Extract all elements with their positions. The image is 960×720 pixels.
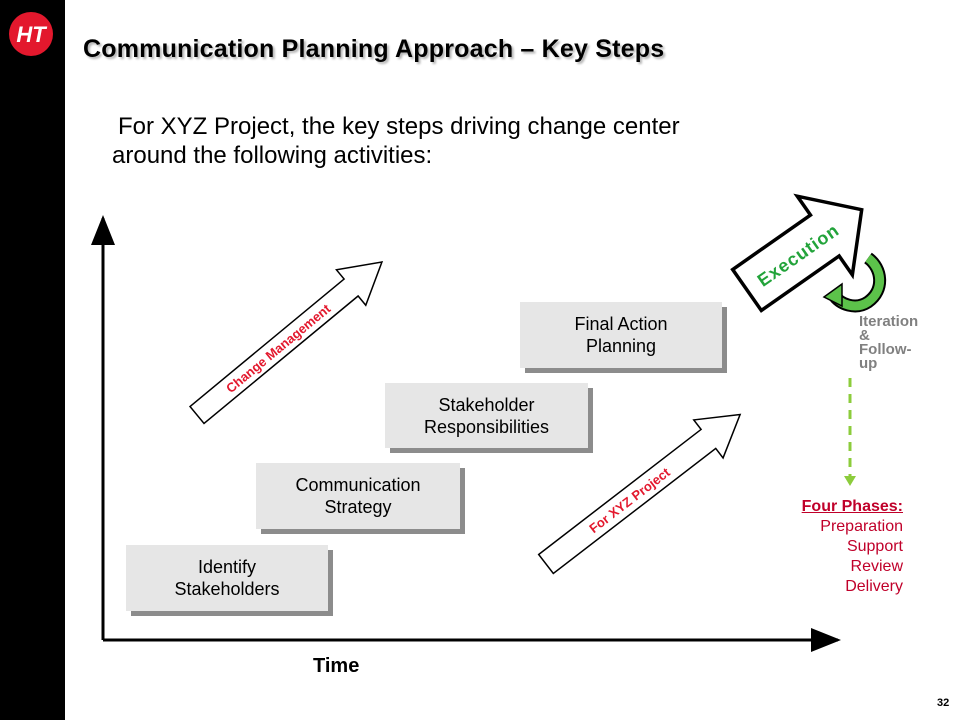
intro-line-1: For XYZ Project, the key steps driving c… [118,113,680,140]
step-label-line2: Strategy [324,497,392,517]
page-title: Communication Planning Approach – Key St… [83,35,665,63]
iteration-cycle-icon [822,252,887,313]
step-label-line1: Identify [197,557,257,577]
step-identify-stakeholders: Identify Stakeholders [126,545,328,611]
svg-text:HT: HT [16,22,47,47]
dashed-line-arrowhead [844,476,856,486]
y-axis-label: Complexity [34,351,56,459]
phase-item: Support [846,538,903,555]
iteration-line-3: Follow- [859,341,912,358]
iteration-line-4: up [859,355,878,372]
change-management-label: Change Management [223,301,334,396]
step-communication-strategy: Communication Strategy [256,463,460,529]
iteration-line-2: & [859,327,870,344]
phase-item: Preparation [820,518,903,535]
phase-item: Delivery [845,578,903,595]
phase-item: Review [850,558,903,575]
intro-text: For XYZ Project, the key steps driving c… [112,112,892,170]
iteration-label: Iteration & Follow- up [859,313,959,372]
step-label-line1: Communication [295,475,421,495]
step-stakeholder-responsibilities: Stakeholder Responsibilities [385,383,588,448]
step-final-action-planning: Final Action Planning [520,302,722,368]
step-label-line2: Stakeholders [174,579,280,599]
step-label-line1: Stakeholder [438,394,535,415]
intro-line-2: around the following activities: [112,142,433,169]
step-label-line2: Responsibilities [423,416,550,437]
left-sidebar-band: HT [0,0,65,720]
xyz-project-label: For XYZ Project [586,464,673,536]
step-label-line2: Planning [585,336,657,356]
page-number: 32 [937,697,950,709]
x-axis-label: Time [313,655,360,677]
phases-heading: Four Phases: [801,498,903,515]
iteration-line-1: Iteration [859,313,919,330]
change-management-arrow: Change Management [188,261,384,425]
step-label-line1: Final Action [574,314,668,334]
ht-logo-icon: HT [9,12,53,56]
four-phases-list: Four Phases: Preparation Support Review … [802,497,903,597]
